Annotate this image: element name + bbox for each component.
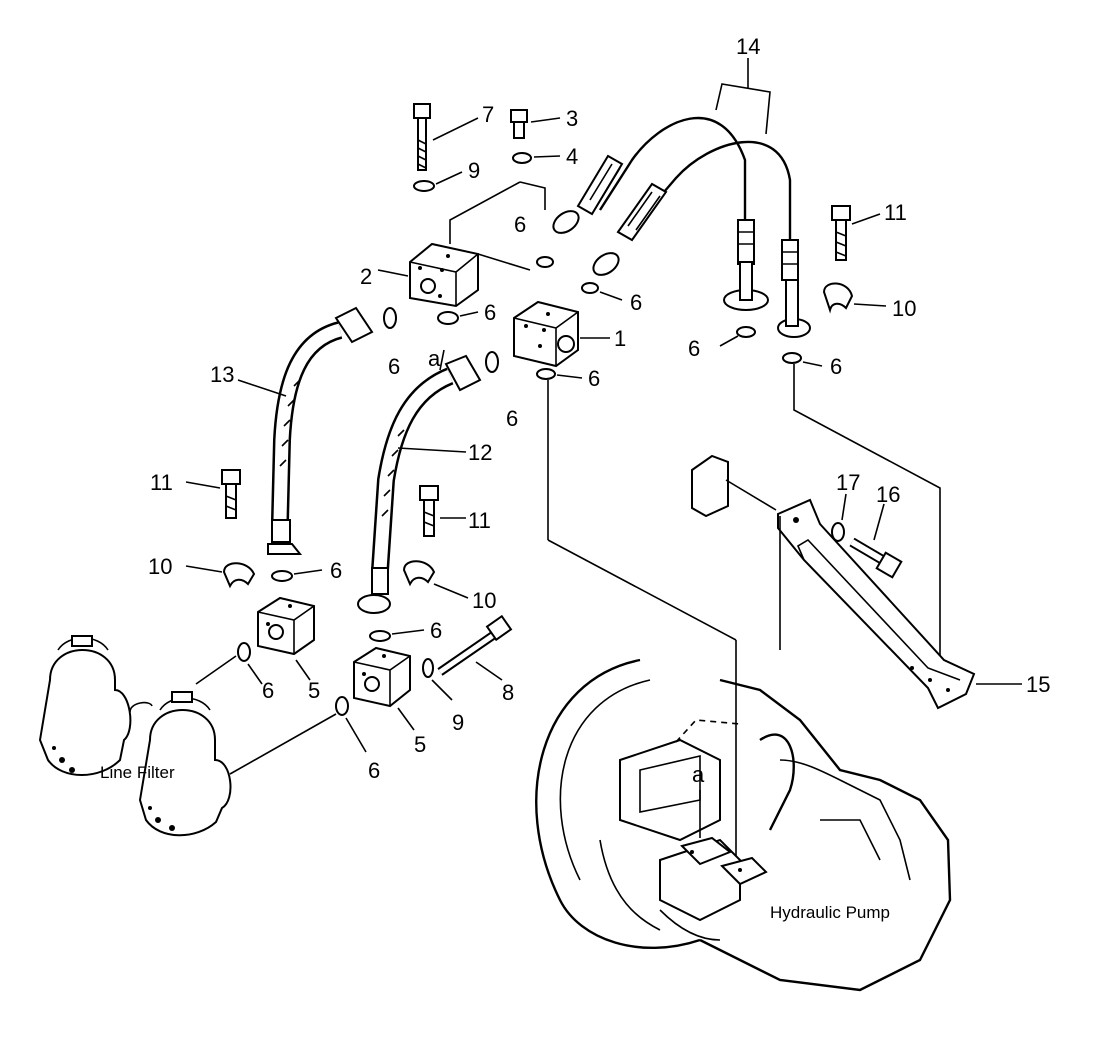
bolt-11-middle bbox=[419, 485, 439, 537]
ref-a-lower: a bbox=[692, 762, 705, 787]
callout-1: 1 bbox=[614, 326, 626, 351]
oring-6-g bbox=[736, 326, 756, 338]
hydraulic-pump-label: Hydraulic Pump bbox=[770, 903, 890, 922]
block-5-lower bbox=[353, 646, 411, 708]
callout-2: 2 bbox=[360, 264, 372, 289]
oring-6-b bbox=[581, 282, 599, 294]
block-2 bbox=[409, 242, 479, 308]
callout-6-2: 6 bbox=[630, 290, 642, 315]
callout-6-10: 6 bbox=[430, 618, 442, 643]
bolt-8 bbox=[437, 614, 513, 676]
callout-6-1: 6 bbox=[514, 212, 526, 237]
callout-11-left: 11 bbox=[150, 470, 173, 495]
callout-8: 8 bbox=[502, 680, 514, 705]
hydraulic-pump bbox=[535, 658, 952, 992]
callout-6-11: 6 bbox=[262, 678, 274, 703]
block-5-upper bbox=[257, 596, 315, 656]
washer-17 bbox=[831, 522, 845, 542]
bolt-7 bbox=[413, 103, 431, 171]
oring-6-j bbox=[369, 630, 391, 642]
callout-10-middle: 10 bbox=[472, 588, 496, 613]
oring-6-d bbox=[437, 311, 459, 325]
oring-6-l bbox=[335, 696, 349, 716]
hose-14-a bbox=[552, 116, 769, 311]
clamp-10-right bbox=[822, 282, 854, 314]
bolt-16 bbox=[849, 537, 903, 579]
oring-6-h bbox=[782, 352, 802, 364]
oring-6-e bbox=[485, 351, 499, 373]
callout-17: 17 bbox=[836, 470, 860, 495]
line-filter-right bbox=[129, 691, 232, 837]
callout-6-3: 6 bbox=[484, 300, 496, 325]
oring-4 bbox=[512, 152, 532, 164]
oring-6-i bbox=[271, 570, 293, 582]
oring-6-f bbox=[536, 368, 556, 380]
callout-bracket-14 bbox=[715, 83, 771, 135]
callout-14: 14 bbox=[736, 34, 760, 59]
callout-12: 12 bbox=[468, 440, 492, 465]
bracket-15 bbox=[777, 498, 976, 710]
oring-6-a bbox=[536, 256, 554, 268]
callout-6-6: 6 bbox=[588, 366, 600, 391]
callout-9-bottom: 9 bbox=[452, 710, 464, 735]
bolt-3 bbox=[510, 109, 528, 139]
ref-a-upper: a bbox=[428, 346, 441, 371]
callout-6-5: 6 bbox=[506, 406, 518, 431]
bolt-11-right bbox=[831, 205, 851, 261]
washer-9-bottom bbox=[422, 658, 434, 678]
mounting-plate bbox=[691, 454, 729, 518]
hose-14-b bbox=[592, 140, 811, 338]
callout-6-8: 6 bbox=[830, 354, 842, 379]
clamp-10-left bbox=[222, 562, 256, 589]
callout-7: 7 bbox=[482, 102, 494, 127]
line-filter-left bbox=[38, 635, 132, 776]
callout-13: 13 bbox=[210, 362, 234, 387]
callout-15: 15 bbox=[1026, 672, 1050, 697]
callout-11-right: 11 bbox=[884, 200, 907, 225]
clamp-10-middle bbox=[402, 560, 436, 587]
hose-13 bbox=[267, 306, 374, 555]
callout-6-12: 6 bbox=[368, 758, 380, 783]
oring-6-c bbox=[383, 307, 397, 329]
callout-10-left: 10 bbox=[148, 554, 172, 579]
oring-6-k bbox=[237, 642, 251, 662]
washer-9-top bbox=[413, 180, 435, 192]
callout-6-4: 6 bbox=[388, 354, 400, 379]
callout-3: 3 bbox=[566, 106, 578, 131]
callout-6-7: 6 bbox=[688, 336, 700, 361]
line-filter-label: Line Filter bbox=[100, 763, 175, 782]
callout-9-top: 9 bbox=[468, 158, 480, 183]
callout-6-9: 6 bbox=[330, 558, 342, 583]
callout-11-middle: 11 bbox=[468, 508, 491, 533]
callout-5-upper: 5 bbox=[308, 678, 320, 703]
callout-16: 16 bbox=[876, 482, 900, 507]
callout-10-right: 10 bbox=[892, 296, 916, 321]
block-1 bbox=[513, 300, 579, 368]
callout-4: 4 bbox=[566, 144, 578, 169]
bolt-11-left bbox=[221, 469, 241, 519]
hose-12 bbox=[357, 354, 482, 614]
callout-5-lower: 5 bbox=[414, 732, 426, 757]
